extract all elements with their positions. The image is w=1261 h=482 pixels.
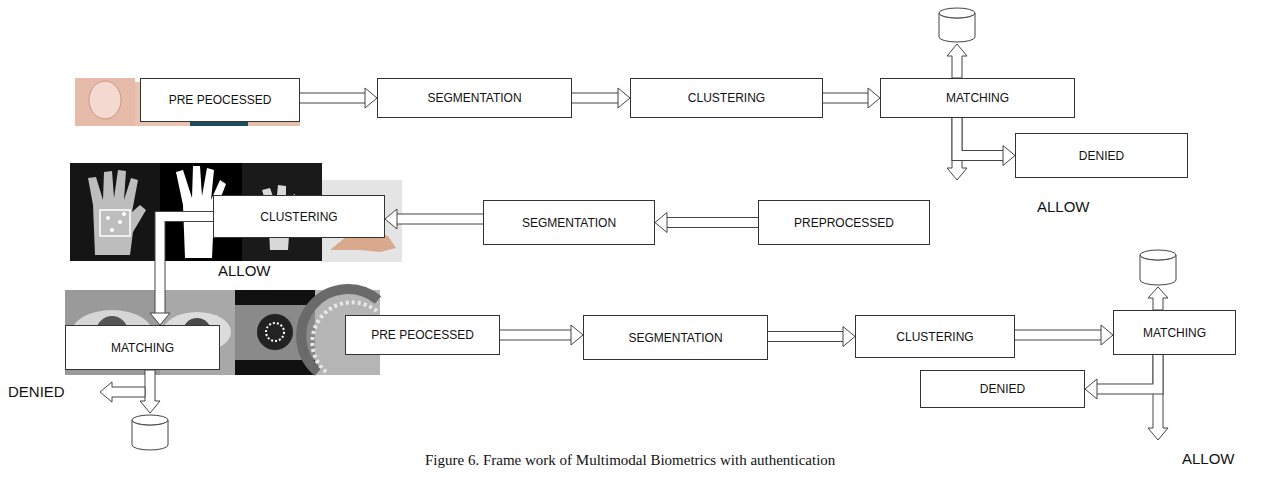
process-box: DENIED bbox=[920, 370, 1085, 408]
arrow-head bbox=[385, 209, 397, 229]
flow-arrow bbox=[957, 118, 1015, 166]
box-label: MATCHING bbox=[1143, 326, 1206, 340]
flow-arrow bbox=[823, 88, 880, 108]
outcome-label: ALLOW bbox=[1180, 450, 1237, 467]
process-box: CLUSTERING bbox=[855, 315, 1015, 358]
arrow-head bbox=[655, 213, 667, 233]
box-label: MATCHING bbox=[946, 91, 1009, 105]
block-arrow bbox=[100, 44, 1168, 440]
hand-images bbox=[70, 163, 402, 262]
flow-arrow bbox=[150, 217, 213, 326]
flow-arrow bbox=[1015, 325, 1113, 345]
arrow-outline bbox=[957, 118, 1004, 156]
outcome-label: DENIED bbox=[6, 383, 67, 400]
arrow-fill bbox=[823, 94, 869, 103]
arrow-outline bbox=[300, 93, 366, 104]
arrow-outline bbox=[396, 214, 483, 225]
outcome-label: ALLOW bbox=[216, 262, 273, 279]
arrow-outline bbox=[1096, 355, 1158, 389]
process-box: SEGMENTATION bbox=[583, 315, 768, 360]
outcome-label: ALLOW bbox=[1035, 198, 1092, 215]
arrow-fill bbox=[572, 94, 619, 103]
arrow-fill bbox=[300, 94, 366, 103]
flow-arrow bbox=[500, 325, 583, 345]
box-label: CLUSTERING bbox=[896, 330, 973, 344]
box-label: PRE PEOCESSED bbox=[371, 328, 474, 342]
arrow-outline bbox=[1015, 330, 1102, 341]
arrow-fill bbox=[160, 217, 213, 315]
arrow-fill bbox=[1096, 355, 1158, 389]
box-label: SEGMENTATION bbox=[628, 331, 722, 345]
arrow-fill bbox=[768, 332, 844, 341]
process-box: MATCHING bbox=[1113, 310, 1236, 355]
process-box: PREPROCESSED bbox=[758, 200, 930, 245]
box-label: MATCHING bbox=[111, 341, 174, 355]
process-box: SEGMENTATION bbox=[483, 200, 655, 245]
box-label: PRE PEOCESSED bbox=[169, 93, 272, 107]
box-label: SEGMENTATION bbox=[522, 216, 616, 230]
flow-arrow bbox=[768, 327, 855, 347]
database-cylinder bbox=[939, 8, 975, 42]
process-box: MATCHING bbox=[65, 325, 220, 370]
arrow-fill bbox=[957, 118, 1004, 156]
arrow-head bbox=[365, 88, 377, 108]
process-box: DENIED bbox=[1015, 133, 1188, 178]
process-box: MATCHING bbox=[880, 78, 1075, 118]
arrow-outline bbox=[500, 330, 572, 341]
flow-arrow bbox=[655, 213, 758, 233]
flow-arrow bbox=[1085, 355, 1158, 399]
process-box: PRE PEOCESSED bbox=[345, 315, 500, 355]
database-cylinder bbox=[132, 415, 168, 450]
arrow-outline bbox=[666, 217, 758, 228]
flow-arrow bbox=[300, 88, 377, 108]
arrow-fill bbox=[396, 215, 483, 224]
arrow-head bbox=[843, 327, 855, 347]
arrow-head bbox=[618, 88, 630, 108]
box-label: CLUSTERING bbox=[260, 210, 337, 224]
process-box: CLUSTERING bbox=[630, 78, 823, 118]
process-box: SEGMENTATION bbox=[377, 78, 572, 118]
box-label: CLUSTERING bbox=[688, 91, 765, 105]
process-box: CLUSTERING bbox=[213, 195, 385, 238]
arrow-fill bbox=[500, 331, 572, 340]
box-label: DENIED bbox=[1079, 149, 1124, 163]
box-label: PREPROCESSED bbox=[794, 216, 894, 230]
arrow-outline bbox=[823, 93, 869, 104]
box-label: DENIED bbox=[980, 382, 1025, 396]
nail-images bbox=[75, 78, 300, 126]
flow-arrow bbox=[572, 88, 630, 108]
figure-caption: Figure 6. Frame work of Multimodal Biome… bbox=[425, 452, 835, 469]
arrow-head bbox=[150, 313, 170, 325]
arrow-head bbox=[1085, 379, 1097, 399]
process-box: PRE PEOCESSED bbox=[140, 78, 300, 122]
arrow-outline bbox=[768, 331, 844, 342]
arrow-head bbox=[571, 325, 583, 345]
arrow-head bbox=[1101, 325, 1113, 345]
eye-images bbox=[65, 289, 380, 375]
arrow-outline bbox=[160, 217, 213, 315]
database-cylinder bbox=[1140, 250, 1176, 285]
arrow-outline bbox=[572, 93, 619, 104]
arrow-head bbox=[1003, 146, 1015, 166]
arrow-head bbox=[868, 88, 880, 108]
arrow-fill bbox=[666, 218, 758, 227]
flow-arrow bbox=[385, 209, 483, 229]
box-label: SEGMENTATION bbox=[427, 91, 521, 105]
arrow-fill bbox=[1015, 331, 1102, 340]
